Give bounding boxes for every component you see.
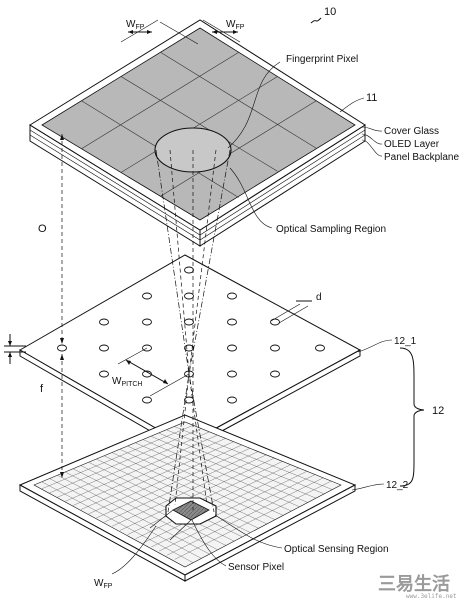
d-label: d (316, 292, 322, 303)
o-label: O (38, 223, 47, 235)
ref-12-1-label: 12_1 (394, 336, 417, 347)
ref-12-brace (399, 347, 425, 487)
sensor-plate (18, 414, 357, 582)
panel-backplane-leader (361, 139, 383, 157)
wfp-top-dimensions (120, 19, 241, 45)
ref-12-2-label: 12_2 (386, 480, 409, 491)
wfp-label-bottom: WFP (94, 578, 113, 590)
cover-glass-leader (361, 126, 383, 132)
watermark: 三易生活 (378, 573, 450, 595)
wfp-label-top-left: WFP (126, 19, 145, 31)
display-panel (29, 19, 366, 247)
wpitch-dimension (117, 347, 190, 397)
f-dimension (60, 354, 64, 478)
oled-layer-leader (361, 133, 383, 145)
optical-sampling-label: Optical Sampling Region (276, 224, 386, 235)
ref-10-label: 10 (324, 6, 336, 18)
light-path-lines (155, 149, 231, 513)
ref-12-label: 12 (432, 405, 444, 417)
watermark-url: www.3elife.net (406, 593, 457, 600)
sensor-pixel-leader (191, 519, 227, 567)
fingerprint-area (41, 27, 356, 221)
sensor-pixel-label: Sensor Pixel (228, 562, 284, 573)
thickness-marker (4, 334, 26, 364)
fingerprint-pixel-grid (81, 52, 317, 198)
wfp-bottom-dimension (111, 509, 192, 575)
d-dimension (270, 300, 312, 324)
f-label: f (40, 383, 44, 395)
panel-backplane-label: Panel Backplane (384, 152, 459, 163)
sensor-grid-lines (41, 425, 333, 563)
fingerprint-pixel-label: Fingerprint Pixel (286, 54, 358, 65)
optical-sensing-leader (214, 514, 283, 549)
sensor-pixel-array (33, 421, 342, 568)
fingerprint-pixel-leader (227, 61, 281, 149)
ref-11-leader (339, 97, 365, 113)
ref-10-squiggle (310, 17, 322, 24)
optical-sensing-label: Optical Sensing Region (284, 544, 389, 555)
wfp-label-top-right: WFP (226, 19, 245, 31)
cover-glass-label: Cover Glass (384, 126, 439, 137)
ref-12-1-leader (357, 339, 393, 353)
oled-layer-label: OLED Layer (384, 139, 440, 150)
ref-11-label: 11 (366, 92, 377, 104)
optical-sampling-leader (229, 167, 273, 229)
ref-12-2-leader (351, 483, 385, 491)
wpitch-label: WPITCH (112, 376, 142, 388)
o-dimension (60, 134, 64, 344)
